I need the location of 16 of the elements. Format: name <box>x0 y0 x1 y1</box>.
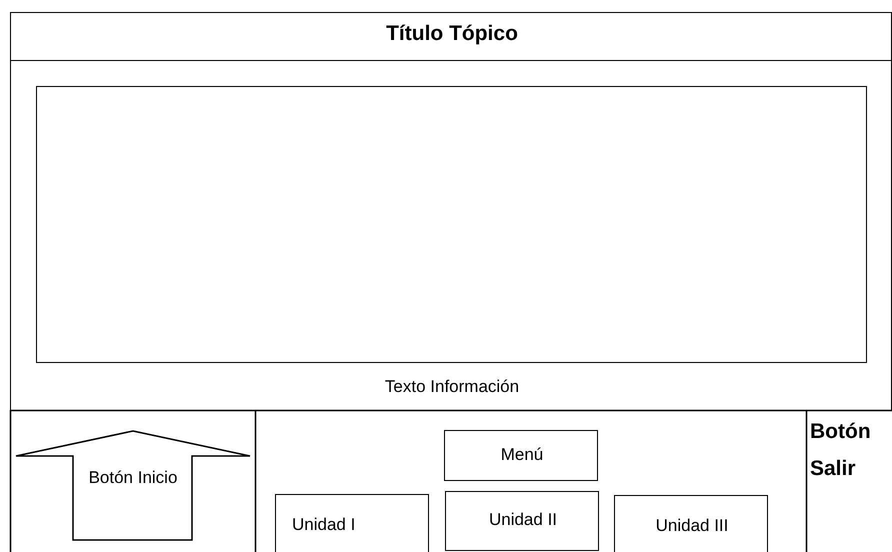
title-band <box>10 12 892 61</box>
page-title: Título Tópico <box>385 21 519 47</box>
unit-label: Unidad III <box>654 515 730 537</box>
unit-box <box>445 491 599 551</box>
unit-box <box>275 494 429 552</box>
content-area <box>36 86 867 363</box>
unit-label: Unidad I <box>292 514 356 536</box>
unit-box <box>614 495 768 552</box>
exit-button-label: Botón Salir <box>810 419 872 482</box>
menu-box <box>444 430 598 481</box>
menu-label: Menú <box>500 444 544 466</box>
unit-label: Unidad II <box>488 509 558 531</box>
content-panel <box>10 60 892 411</box>
home-button-arrow <box>15 430 251 541</box>
info-text: Texto Información <box>384 376 520 398</box>
button-label: Botón Inicio <box>88 467 178 489</box>
